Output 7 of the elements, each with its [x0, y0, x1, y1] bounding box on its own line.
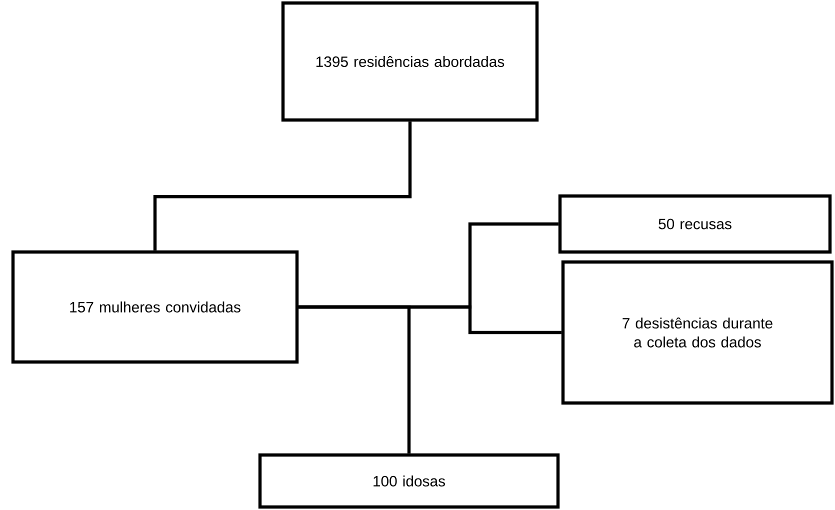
connector-line	[298, 305, 411, 454]
process-box: 100 idosas	[258, 453, 560, 509]
connector-line	[153, 122, 412, 250]
process-box: 7 desistências durante a coleta dos dados	[561, 260, 834, 405]
process-box: 1395 residências abordadas	[281, 1, 539, 122]
process-box: 50 recusas	[558, 194, 832, 254]
process-box: 157 mulheres convidadas	[11, 250, 299, 364]
